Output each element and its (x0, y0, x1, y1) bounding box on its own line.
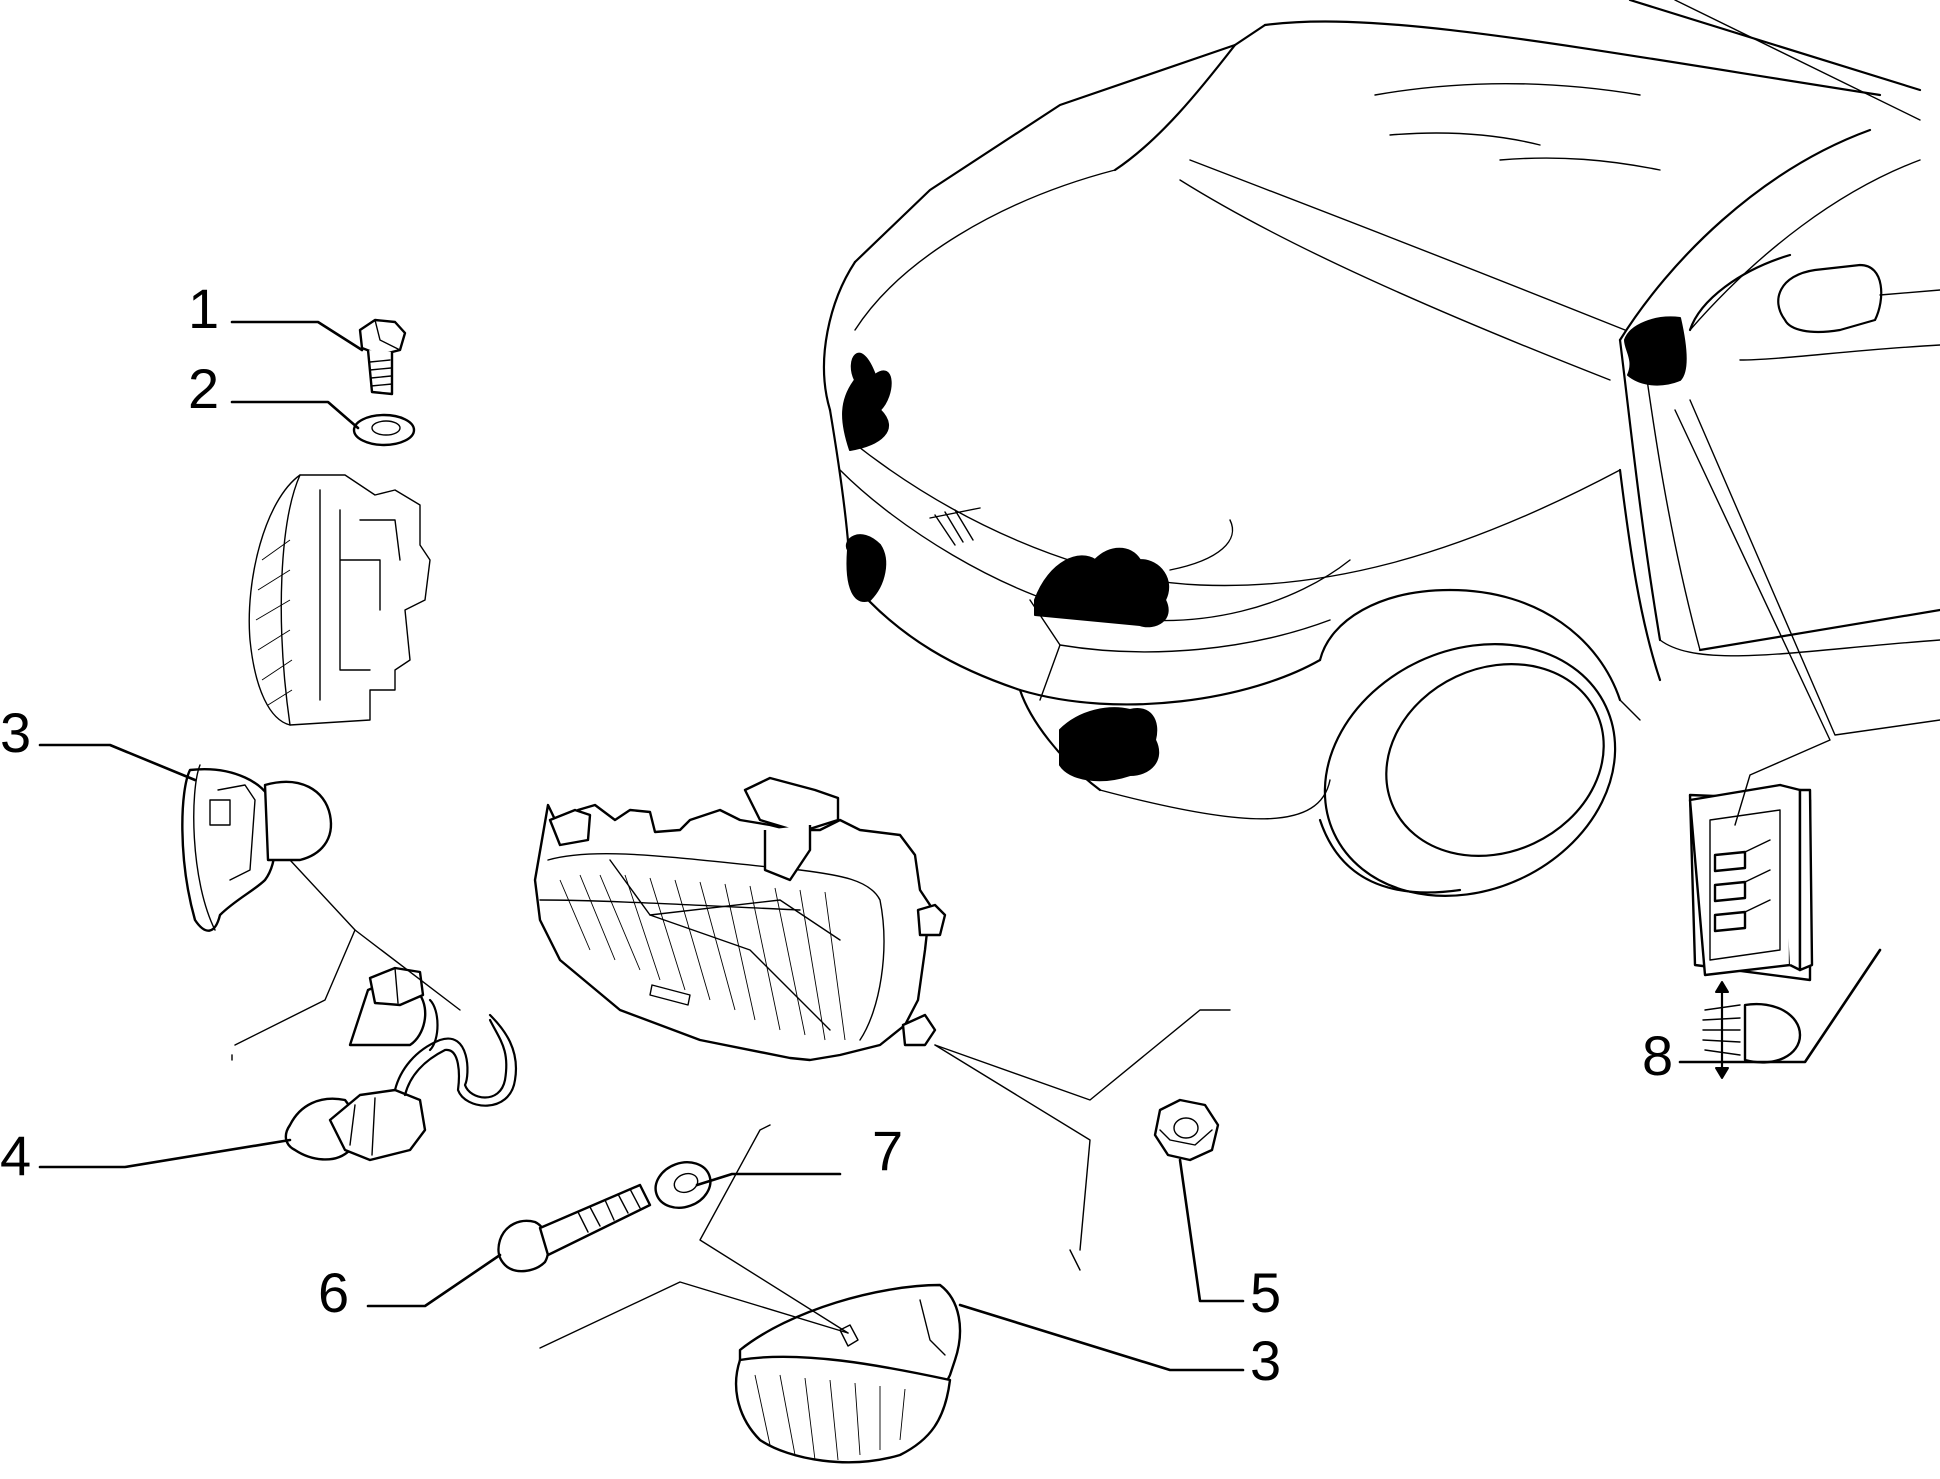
screw-part-6 (497, 1183, 652, 1273)
washer-part-2 (352, 413, 416, 447)
bulb-holder-part-4 (284, 966, 518, 1162)
callout-3-left: 3 (0, 701, 31, 764)
callout-8: 8 (1642, 1024, 1673, 1087)
indicator-lamp-part-3 (734, 1283, 962, 1464)
callout-6: 6 (318, 1261, 349, 1324)
callout-7: 7 (872, 1119, 903, 1182)
callout-4: 4 (0, 1124, 31, 1187)
switch-part-8 (1688, 783, 1814, 982)
callout-5: 5 (1250, 1261, 1281, 1324)
side-repeater-part-3 (181, 764, 333, 932)
headlamp-ghost-upper (248, 474, 431, 726)
bolt-part-1 (358, 318, 407, 396)
location-markers (842, 316, 1687, 782)
callout-1: 1 (188, 277, 219, 340)
leader-lines (38, 320, 1940, 1372)
washer-part-7 (654, 1161, 712, 1209)
nut-part-5 (1153, 1098, 1220, 1162)
headlamp-assembly (533, 776, 947, 1062)
callout-2: 2 (188, 357, 219, 420)
callout-3-bottom: 3 (1250, 1329, 1281, 1392)
headlamp-range-adjust-icon (1702, 981, 1802, 1079)
